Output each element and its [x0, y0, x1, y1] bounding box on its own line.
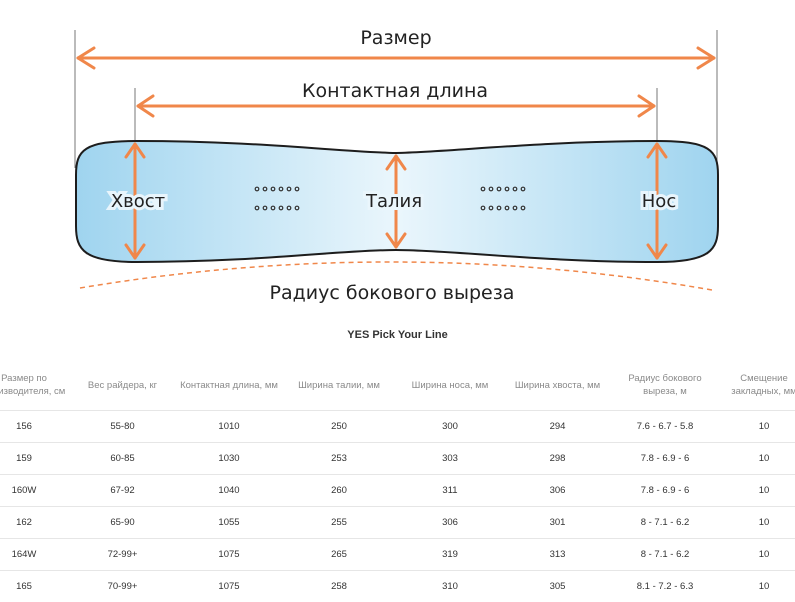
cell-insert-offset: 10 [720, 507, 795, 539]
cell-size: 164W [0, 539, 70, 571]
cell-contact-length: 1075 [175, 571, 283, 602]
cell-waist-width: 255 [283, 507, 395, 539]
contact-length-label: Контактная длина [302, 80, 488, 102]
cell-contact-length: 1030 [175, 443, 283, 475]
header-tail-width: Ширина хвоста, мм [505, 360, 610, 411]
cell-size: 160W [0, 475, 70, 507]
size-label: Размер [360, 27, 431, 49]
cell-rider-weight: 60-85 [70, 443, 175, 475]
cell-insert-offset: 10 [720, 539, 795, 571]
cell-nose-width: 311 [395, 475, 505, 507]
table-title: YES Pick Your Line [0, 329, 795, 341]
cell-sidecut-radius: 7.8 - 6.9 - 6 [610, 443, 720, 475]
cell-sidecut-radius: 8 - 7.1 - 6.2 [610, 539, 720, 571]
cell-size: 162 [0, 507, 70, 539]
cell-rider-weight: 67-92 [70, 475, 175, 507]
waist-label: Талия [365, 191, 422, 212]
cell-nose-width: 303 [395, 443, 505, 475]
cell-nose-width: 306 [395, 507, 505, 539]
cell-rider-weight: 55-80 [70, 411, 175, 443]
cell-contact-length: 1010 [175, 411, 283, 443]
header-contact-length: Контактная длина, мм [175, 360, 283, 411]
snowboard-diagram: Размер Контактная длина Хвост Талия Нос … [0, 0, 795, 310]
cell-sidecut-radius: 8.1 - 7.2 - 6.3 [610, 571, 720, 602]
cell-contact-length: 1040 [175, 475, 283, 507]
size-arrow [78, 48, 714, 68]
cell-rider-weight: 70-99+ [70, 571, 175, 602]
sidecut-radius-label: Радиус бокового выреза [270, 282, 515, 304]
cell-waist-width: 265 [283, 539, 395, 571]
cell-nose-width: 310 [395, 571, 505, 602]
cell-contact-length: 1075 [175, 539, 283, 571]
header-size: Размер по производителя, см [0, 360, 70, 411]
cell-nose-width: 300 [395, 411, 505, 443]
cell-rider-weight: 72-99+ [70, 539, 175, 571]
cell-tail-width: 313 [505, 539, 610, 571]
cell-insert-offset: 10 [720, 443, 795, 475]
cell-contact-length: 1055 [175, 507, 283, 539]
cell-insert-offset: 10 [720, 475, 795, 507]
cell-sidecut-radius: 7.8 - 6.9 - 6 [610, 475, 720, 507]
tail-label: Хвост [111, 191, 165, 212]
cell-tail-width: 298 [505, 443, 610, 475]
cell-waist-width: 260 [283, 475, 395, 507]
header-insert-offset: Смещение закладных, мм [720, 360, 795, 411]
header-waist-width: Ширина талии, мм [283, 360, 395, 411]
cell-insert-offset: 10 [720, 571, 795, 602]
cell-tail-width: 294 [505, 411, 610, 443]
cell-tail-width: 306 [505, 475, 610, 507]
cell-sidecut-radius: 7.6 - 6.7 - 5.8 [610, 411, 720, 443]
header-nose-width: Ширина носа, мм [395, 360, 505, 411]
cell-waist-width: 250 [283, 411, 395, 443]
cell-size: 159 [0, 443, 70, 475]
cell-insert-offset: 10 [720, 411, 795, 443]
cell-size: 165 [0, 571, 70, 602]
header-rider-weight: Вес райдера, кг [70, 360, 175, 411]
cell-sidecut-radius: 8 - 7.1 - 6.2 [610, 507, 720, 539]
specs-table: Размер по производителя, см Вес райдера,… [0, 360, 795, 602]
cell-nose-width: 319 [395, 539, 505, 571]
cell-waist-width: 253 [283, 443, 395, 475]
cell-tail-width: 301 [505, 507, 610, 539]
nose-label: Нос [642, 191, 676, 212]
cell-tail-width: 305 [505, 571, 610, 602]
table-header-row: Размер по производителя, см Вес райдера,… [0, 360, 795, 411]
cell-waist-width: 258 [283, 571, 395, 602]
cell-rider-weight: 65-90 [70, 507, 175, 539]
header-sidecut-radius: Радиус бокового выреза, м [610, 360, 720, 411]
cell-size: 156 [0, 411, 70, 443]
